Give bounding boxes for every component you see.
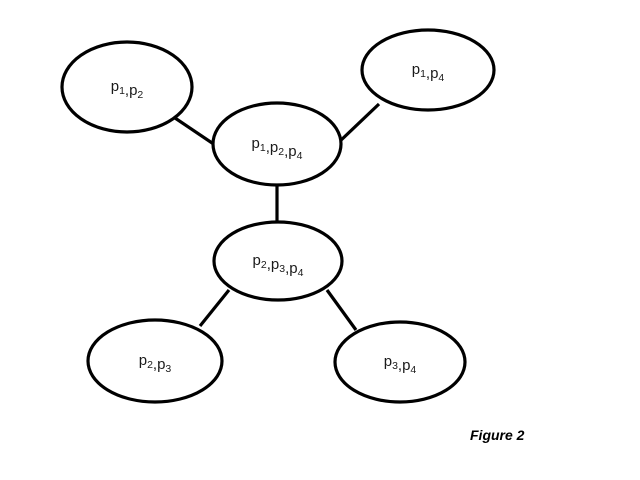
- node-label-p2p3: p2,p3: [139, 352, 172, 375]
- node-label-p1p2: p1,p2: [111, 78, 144, 101]
- node-p3p4[interactable]: p3,p4: [333, 320, 467, 404]
- node-p2p3p4[interactable]: p2,p3,p4: [212, 220, 344, 302]
- figure-caption: Figure 2: [470, 427, 525, 443]
- nodes-group: p1,p2 p1,p4 p1,p2,p4 p2,p3,p4 p2,p3 p3,p4: [60, 28, 496, 404]
- node-ellipse-p2p3p4: [212, 220, 344, 302]
- node-label-p1p2p4: p1,p2,p4: [252, 135, 303, 162]
- node-p1p4[interactable]: p1,p4: [360, 28, 496, 112]
- node-ellipse-p1p2p4: [211, 101, 343, 187]
- node-p1p2p4[interactable]: p1,p2,p4: [211, 101, 343, 187]
- node-label-p3p4: p3,p4: [384, 353, 417, 376]
- node-ellipse-p1p2: [60, 40, 194, 134]
- node-ellipse-p2p3: [86, 318, 224, 404]
- node-p2p3[interactable]: p2,p3: [86, 318, 224, 404]
- node-label-p1p4: p1,p4: [412, 61, 445, 84]
- edge-p2p3p4-p3p4: [325, 289, 358, 331]
- edge-p2p3p4-p2p3: [198, 288, 231, 328]
- node-ellipse-p3p4: [333, 320, 467, 404]
- edge-p1p2p4-p1p4: [336, 102, 381, 145]
- node-p1p2[interactable]: p1,p2: [60, 40, 194, 134]
- node-label-p2p3p4: p2,p3,p4: [253, 252, 304, 279]
- node-ellipse-p1p4: [360, 28, 496, 112]
